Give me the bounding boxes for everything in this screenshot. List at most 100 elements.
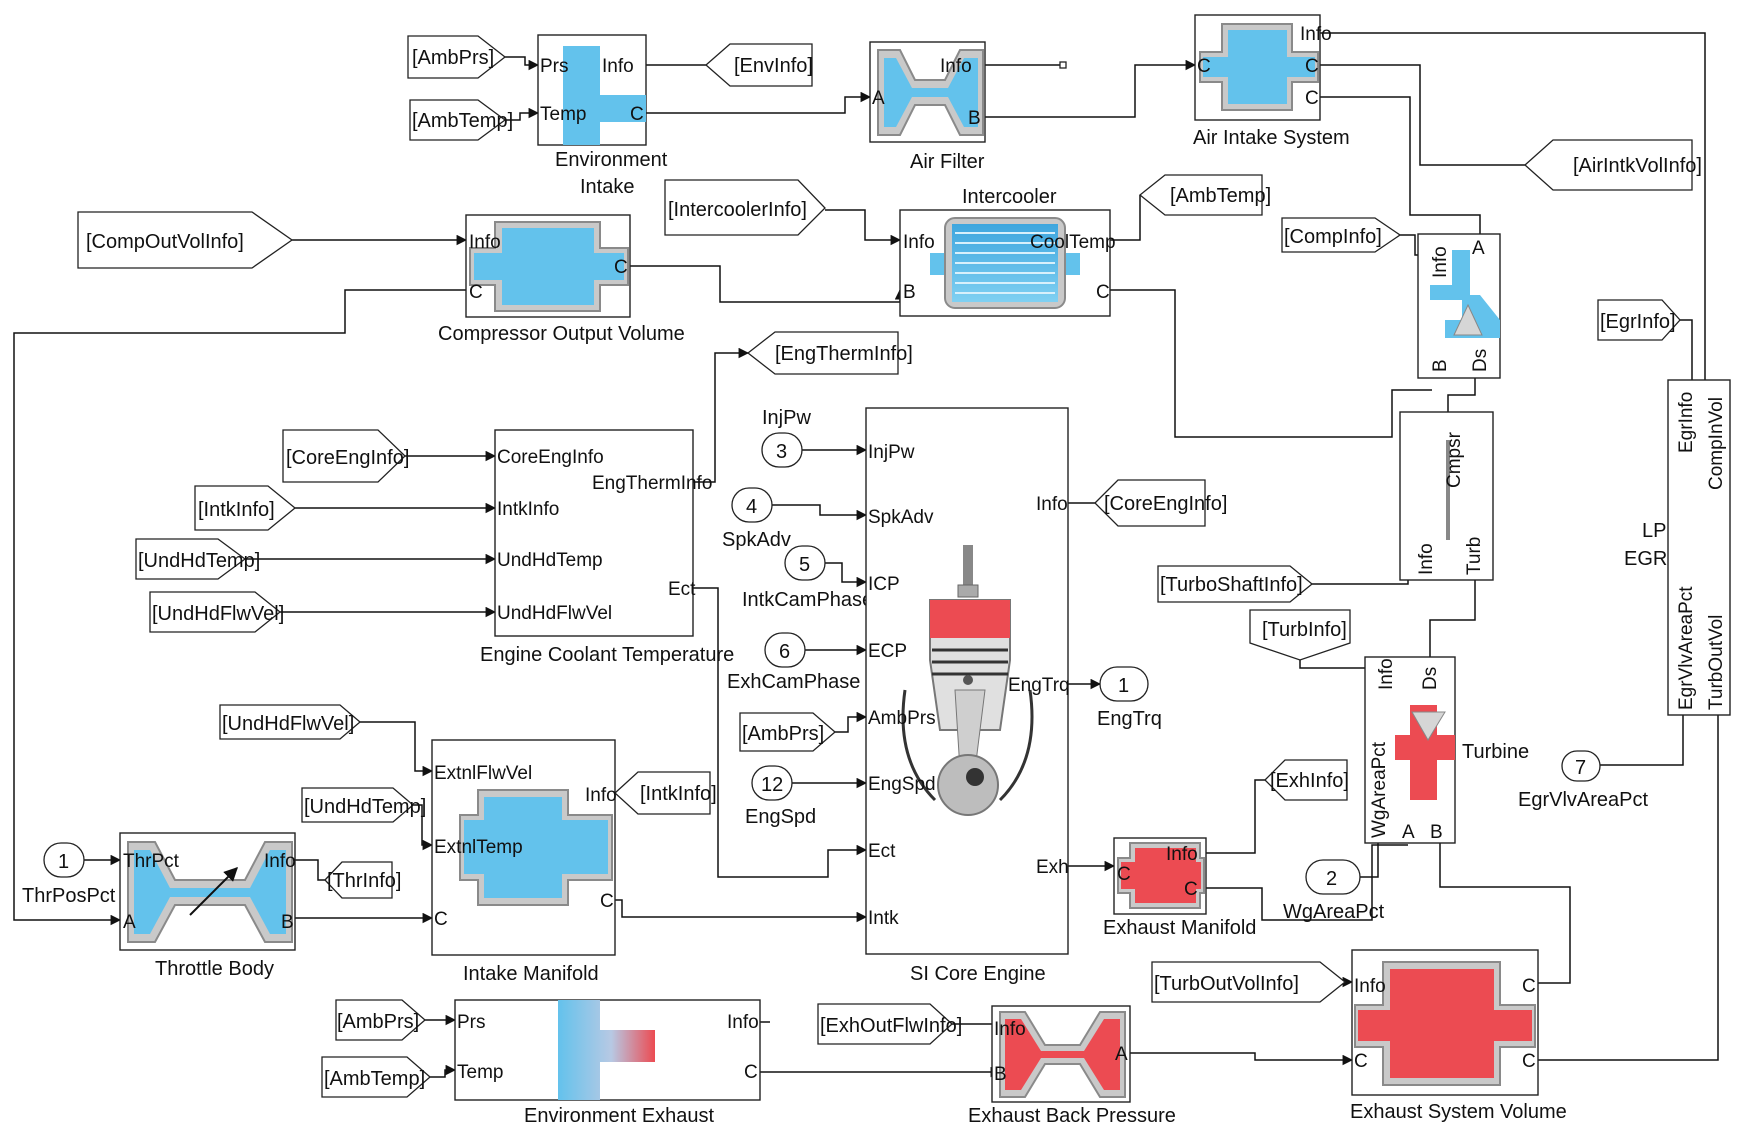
svg-text:EngThermInfo: EngThermInfo bbox=[592, 473, 712, 494]
svg-text:AmbPrs: AmbPrs bbox=[868, 708, 936, 729]
svg-text:[AirIntkVolInfo]: [AirIntkVolInfo] bbox=[1573, 155, 1702, 177]
tag-exhinfo[interactable]: [ExhInfo] bbox=[1264, 759, 1349, 801]
block-exhaust-system-volume[interactable]: Info C C C Exhaust System Volume bbox=[1350, 949, 1567, 1123]
tag-ambprs-core[interactable]: [AmbPrs] bbox=[739, 712, 836, 752]
tag-ambprs-exh[interactable]: [AmbPrs] bbox=[335, 999, 426, 1041]
svg-text:Intercooler: Intercooler bbox=[962, 186, 1057, 208]
svg-text:Exh: Exh bbox=[1036, 857, 1069, 878]
svg-text:B: B bbox=[903, 282, 916, 303]
svg-text:C: C bbox=[1522, 1051, 1536, 1072]
tag-turboshaftinfo[interactable]: [TurboShaftInfo] bbox=[1157, 565, 1314, 603]
svg-text:Info: Info bbox=[585, 785, 617, 806]
block-turbine[interactable]: Info Ds WgAreaPct A B Turbine bbox=[1364, 656, 1529, 844]
block-throttle-body[interactable]: ThrPct Info A B Throttle Body bbox=[119, 832, 296, 980]
block-turbo-shaft[interactable]: Cmpsr Info Turb bbox=[1399, 411, 1494, 581]
inport-exhcamphase[interactable]: 6 ExhCamPhase bbox=[727, 632, 860, 693]
tag-undhdtemp-in[interactable]: [UndHdTemp] bbox=[135, 538, 260, 580]
tag-ambtemp-cooler[interactable]: [AmbTemp] bbox=[1138, 174, 1271, 216]
svg-text:[UndHdFlwVel]: [UndHdFlwVel] bbox=[222, 713, 354, 735]
svg-text:[TurbInfo]: [TurbInfo] bbox=[1262, 619, 1347, 641]
tag-ambprs-intake[interactable]: [AmbPrs] bbox=[407, 35, 507, 79]
block-engine-coolant-temperature[interactable]: CoreEngInfo IntkInfo UndHdTemp UndHdFlwV… bbox=[480, 429, 734, 666]
svg-text:Ect: Ect bbox=[668, 579, 696, 600]
svg-text:Engine Coolant Temperature: Engine Coolant Temperature bbox=[480, 644, 734, 666]
inport-intkcamphase[interactable]: 5 IntkCamPhase bbox=[742, 545, 873, 611]
svg-text:1: 1 bbox=[58, 851, 69, 873]
outport-engtrq[interactable]: 1 EngTrq bbox=[1097, 666, 1162, 730]
block-air-intake-system[interactable]: C Info C C Air Intake System bbox=[1193, 14, 1350, 149]
svg-text:ExtnlFlwVel: ExtnlFlwVel bbox=[434, 763, 532, 784]
tag-undhdtemp-im[interactable]: [UndHdTemp] bbox=[301, 787, 426, 823]
inport-thrpospct[interactable]: 1 ThrPosPct bbox=[22, 842, 116, 907]
svg-text:EngSpd: EngSpd bbox=[745, 806, 816, 828]
svg-text:B: B bbox=[281, 912, 294, 933]
block-exhaust-manifold[interactable]: C Info C Exhaust Manifold bbox=[1103, 837, 1256, 939]
svg-text:Exhaust Back Pressure: Exhaust Back Pressure bbox=[968, 1105, 1176, 1127]
tag-ambtemp-intake[interactable]: [AmbTemp] bbox=[409, 99, 513, 141]
svg-text:SpkAdv: SpkAdv bbox=[722, 529, 791, 551]
tag-envinfo[interactable]: [EnvInfo] bbox=[705, 43, 813, 87]
tag-ambtemp-exh[interactable]: [AmbTemp] bbox=[321, 1056, 431, 1098]
inport-egrvlvareapct[interactable]: 7 EgrVlvAreaPct bbox=[1518, 750, 1648, 811]
svg-text:[AmbPrs]: [AmbPrs] bbox=[412, 47, 494, 69]
tag-intkinfo-in[interactable]: [IntkInfo] bbox=[194, 485, 297, 531]
svg-text:[AmbPrs]: [AmbPrs] bbox=[742, 723, 824, 745]
svg-text:1: 1 bbox=[1118, 675, 1129, 697]
svg-text:2: 2 bbox=[1326, 868, 1337, 890]
goto-from-tags: [AmbPrs] [AmbTemp] [EnvInfo] [AirIntkVol… bbox=[77, 35, 1702, 1098]
svg-text:ThrPosPct: ThrPosPct bbox=[22, 885, 116, 907]
svg-text:[IntercoolerInfo]: [IntercoolerInfo] bbox=[668, 199, 807, 221]
inport-injpw[interactable]: InjPw 3 bbox=[761, 407, 811, 468]
svg-text:Turbine: Turbine bbox=[1462, 741, 1529, 763]
svg-text:Prs: Prs bbox=[457, 1012, 486, 1033]
block-environment-intake[interactable]: Prs Temp Info C Environment Intake bbox=[537, 34, 668, 198]
tag-compinfo[interactable]: [CompInfo] bbox=[1281, 217, 1402, 253]
svg-text:Info: Info bbox=[1376, 658, 1397, 690]
block-compressor-output-volume[interactable]: Info C C Compressor Output Volume bbox=[438, 214, 685, 345]
block-exhaust-back-pressure[interactable]: Info B A Exhaust Back Pressure bbox=[968, 1005, 1176, 1127]
svg-text:Turb: Turb bbox=[1464, 537, 1485, 575]
svg-text:Intake: Intake bbox=[580, 176, 634, 198]
svg-text:Intake Manifold: Intake Manifold bbox=[463, 963, 599, 985]
block-environment-exhaust[interactable]: Prs Temp Info C Environment Exhaust bbox=[454, 999, 761, 1127]
tag-egrinfo[interactable]: [EgrInfo] bbox=[1597, 299, 1681, 341]
tag-engtherminfo[interactable]: [EngThermInfo] bbox=[746, 331, 913, 375]
inport-wgareapct[interactable]: 2 WgAreaPct bbox=[1283, 859, 1385, 923]
svg-text:C: C bbox=[1184, 879, 1198, 900]
tag-compoutvolinfo[interactable]: [CompOutVolInfo] bbox=[77, 211, 294, 269]
svg-text:IntkCamPhase: IntkCamPhase bbox=[742, 589, 873, 611]
tag-undhdflwvel-im[interactable]: [UndHdFlwVel] bbox=[219, 704, 362, 740]
svg-text:[EnvInfo]: [EnvInfo] bbox=[734, 55, 813, 77]
svg-text:Air Intake System: Air Intake System bbox=[1193, 127, 1350, 149]
block-air-filter[interactable]: A Info B Air Filter bbox=[869, 41, 1067, 173]
block-intercooler[interactable]: Info B CoolTemp C Intercooler bbox=[899, 186, 1116, 317]
svg-text:[UndHdTemp]: [UndHdTemp] bbox=[138, 550, 260, 572]
tag-intercoolerinfo[interactable]: [IntercoolerInfo] bbox=[664, 179, 826, 236]
tag-undhdflwvel-in[interactable]: [UndHdFlwVel] bbox=[149, 591, 284, 633]
tag-coreenginfo-out[interactable]: [CoreEngInfo] bbox=[1094, 479, 1227, 527]
svg-text:Info: Info bbox=[940, 56, 972, 77]
tag-exhoutflwinfo[interactable]: [ExhOutFlwInfo] bbox=[817, 1003, 962, 1045]
tag-airintkvolinfo[interactable]: [AirIntkVolInfo] bbox=[1524, 139, 1702, 191]
block-lp-egr[interactable]: EgrInfo CompInVol EgrVlvAreaPct TurbOutV… bbox=[1624, 379, 1731, 716]
svg-text:IntkInfo: IntkInfo bbox=[497, 499, 559, 520]
block-si-core-engine[interactable]: InjPw SpkAdv ICP ECP AmbPrs EngSpd Ect I… bbox=[865, 407, 1070, 985]
block-compressor[interactable]: Info A B Ds bbox=[1417, 233, 1501, 379]
svg-text:C: C bbox=[1096, 282, 1110, 303]
svg-text:[UndHdTemp]: [UndHdTemp] bbox=[304, 796, 426, 818]
tag-coreenginfo-in[interactable]: [CoreEngInfo] bbox=[282, 429, 409, 483]
tag-turbinfo[interactable]: [TurbInfo] bbox=[1249, 609, 1351, 661]
svg-text:[ThrInfo]: [ThrInfo] bbox=[327, 870, 401, 892]
tag-thrinfo[interactable]: [ThrInfo] bbox=[324, 861, 401, 899]
svg-text:C: C bbox=[744, 1062, 758, 1083]
block-intake-manifold[interactable]: ExtnlFlwVel ExtnlTemp Info C C Intake Ma… bbox=[431, 739, 617, 985]
tag-turboutvolinfo[interactable]: [TurbOutVolInfo] bbox=[1151, 961, 1347, 1003]
svg-text:SpkAdv: SpkAdv bbox=[868, 507, 934, 528]
inport-engspd[interactable]: 12 EngSpd bbox=[745, 765, 816, 828]
svg-text:Info: Info bbox=[1300, 24, 1332, 45]
svg-text:[AmbTemp]: [AmbTemp] bbox=[412, 110, 513, 132]
inport-spkadv[interactable]: 4 SpkAdv bbox=[722, 487, 791, 551]
tag-intkinfo-out[interactable]: [IntkInfo] bbox=[614, 771, 717, 815]
svg-text:Info: Info bbox=[727, 1012, 759, 1033]
